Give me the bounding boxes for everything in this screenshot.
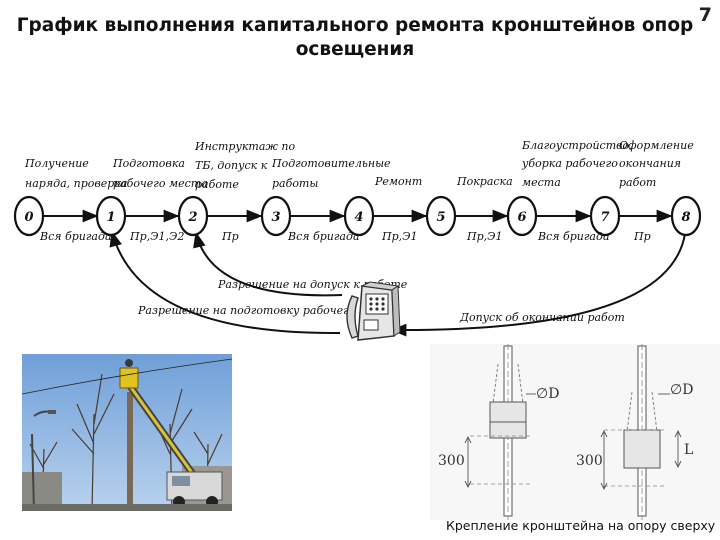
svg-text:Подготовка: Подготовка: [112, 157, 185, 170]
node-number: 7: [600, 210, 609, 225]
event-node-0: 0: [13, 195, 45, 237]
activity-label-3: Подготовительные работы: [271, 157, 391, 190]
network-diagram: 0 1 2 3 4 5 6 7 8 Получение наряда, пров…: [13, 139, 702, 341]
performer-label-3: Вся бригада: [287, 230, 360, 243]
length-label: L: [684, 442, 693, 458]
activity-label-2: Инструктаж по ТБ, допуск к работе: [194, 140, 295, 191]
event-node-2: 2: [177, 195, 209, 237]
svg-text:Покраска: Покраска: [456, 175, 513, 188]
svg-text:ТБ, допуск к: ТБ, допуск к: [195, 159, 268, 172]
svg-text:рабочего места: рабочего места: [113, 177, 208, 190]
svg-text:Благоустройство,: Благоустройство,: [521, 139, 633, 152]
event-node-1: 1: [95, 195, 127, 237]
event-node-8: 8: [670, 195, 702, 237]
link-node-8-to-phone: [390, 233, 686, 337]
node-number: 0: [24, 210, 33, 225]
permit-preparation-label: Разрешение на подготовку рабочего места: [137, 304, 398, 317]
event-node-6: 6: [506, 195, 538, 237]
activity-label-6: Благоустройство, уборка рабочего места: [521, 139, 633, 189]
svg-text:наряда, проверка: наряда, проверка: [25, 177, 127, 190]
activity-label-7: Оформление окончания работ: [619, 139, 694, 189]
performer-label-0: Вся бригада: [39, 230, 112, 243]
bracket-variant-right: 300 L ∅D: [576, 344, 693, 520]
bucket-truck-photo: [22, 354, 232, 511]
svg-text:работе: работе: [195, 178, 239, 191]
activity-label-4: Ремонт: [374, 175, 422, 188]
telephone-icon: [346, 281, 401, 341]
performer-label-4: Пр,Э1: [381, 230, 418, 243]
node-number: 4: [354, 210, 363, 225]
node-number: 3: [271, 210, 280, 225]
performer-label-7: Пр: [633, 230, 651, 243]
event-node-5: 5: [425, 195, 457, 237]
dimension-300-right: 300: [576, 453, 603, 469]
bracket-attachment-drawing: 300 ∅D 300 L ∅D: [430, 344, 720, 520]
drawing-caption: Крепление кронштейна на опору сверху: [446, 518, 716, 533]
event-node-3: 3: [260, 195, 292, 237]
performer-label-2: Пр: [221, 230, 239, 243]
event-node-7: 7: [589, 195, 621, 237]
performer-label-6: Вся бригада: [537, 230, 610, 243]
node-number: 8: [681, 210, 690, 225]
performer-label-5: Пр,Э1: [466, 230, 503, 243]
svg-text:Оформление: Оформление: [619, 139, 694, 152]
event-node-4: 4: [343, 195, 375, 237]
svg-text:Ремонт: Ремонт: [374, 175, 422, 188]
bracket-variant-left: 300 ∅D: [438, 344, 559, 520]
performer-label-1: Пр,Э1,Э2: [129, 230, 184, 243]
node-number: 2: [187, 210, 197, 225]
node-number: 5: [436, 210, 445, 225]
link-phone-to-node-2: [193, 231, 343, 297]
page-number: 7: [698, 4, 712, 26]
node-number: 6: [517, 210, 526, 225]
diameter-label-left: ∅D: [536, 386, 559, 402]
slide-title: График выполнения капитального ремонта к…: [16, 15, 694, 60]
svg-text:места: места: [522, 176, 561, 189]
dimension-300-left: 300: [438, 453, 465, 469]
activity-label-0: Получение наряда, проверка: [24, 157, 127, 190]
svg-text:работы: работы: [272, 177, 318, 190]
diameter-label-right: ∅D: [670, 382, 693, 398]
svg-text:уборка рабочего: уборка рабочего: [521, 157, 618, 170]
svg-text:Получение: Получение: [24, 157, 89, 170]
completion-access-label: Допуск об окончании работ: [459, 311, 625, 324]
svg-text:окончания: окончания: [619, 157, 681, 170]
svg-text:Инструктаж по: Инструктаж по: [194, 140, 295, 153]
activity-label-5: Покраска: [456, 175, 513, 188]
activity-label-1: Подготовка рабочего места: [112, 157, 208, 190]
link-phone-to-node-1: [109, 230, 341, 335]
svg-text:работ: работ: [619, 176, 656, 189]
permit-access-label: Разрешение на допуск к работе: [217, 278, 408, 291]
svg-text:Подготовительные: Подготовительные: [271, 157, 391, 170]
node-number: 1: [106, 210, 115, 225]
